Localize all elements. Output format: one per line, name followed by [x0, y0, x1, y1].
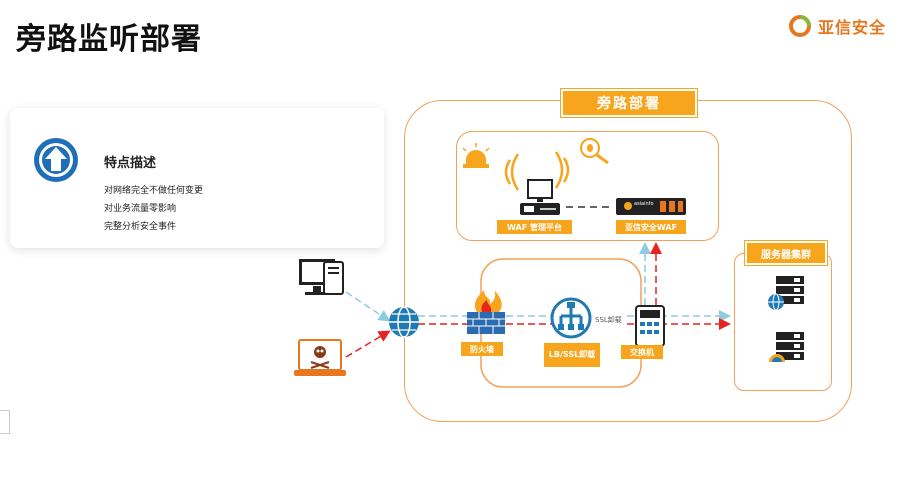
signal-wave-icon — [504, 151, 570, 191]
feature-item: 对网络完全不做任何变更 — [104, 186, 204, 196]
normal-traffic-line — [345, 291, 391, 322]
waf-monitoring-box — [456, 131, 719, 241]
feature-item: 完整分析安全事件 — [104, 222, 177, 232]
ssl-offload-text: SSL卸载 — [594, 315, 623, 325]
switch-label: 交换机 — [621, 345, 663, 359]
alarm-light-icon — [462, 143, 490, 168]
load-balancer-icon — [550, 297, 592, 339]
internet-globe-icon — [389, 306, 419, 338]
waf-label: 亚信安全WAF — [616, 220, 686, 234]
company-logo: 亚信安全 — [788, 14, 886, 38]
firewall-label: 防火墙 — [461, 342, 503, 356]
bug-search-icon — [580, 138, 609, 165]
switch-device-icon — [635, 305, 665, 347]
client-computer-icon — [299, 259, 344, 295]
app-server-icon — [769, 332, 804, 362]
logo-text: 亚信安全 — [818, 18, 887, 37]
feature-item: 对业务流量零影响 — [104, 204, 177, 214]
logo-ring-icon — [789, 15, 811, 37]
attacker-laptop-icon — [294, 339, 346, 376]
waf-appliance-icon — [616, 198, 686, 215]
web-server-icon — [768, 276, 804, 311]
lb-ssl-label: LB/SSL卸载 — [544, 343, 600, 367]
waf-management-computer-icon — [520, 179, 560, 215]
firewall-icon — [467, 290, 505, 334]
feature-card — [10, 108, 384, 248]
bypass-deployment-label: 旁路部署 — [560, 88, 698, 118]
attack-traffic-line — [345, 330, 391, 358]
slide-edge-marker — [0, 410, 10, 434]
up-arrow-circle-icon — [34, 138, 78, 182]
server-cluster-label: 服务器集群 — [744, 240, 828, 266]
page-title: 旁路监听部署 — [16, 22, 202, 57]
waf-management-label: WAF 管理平台 — [497, 220, 572, 234]
waf-device-brand: asiainfo — [634, 201, 654, 207]
feature-title: 特点描述 — [104, 156, 157, 171]
